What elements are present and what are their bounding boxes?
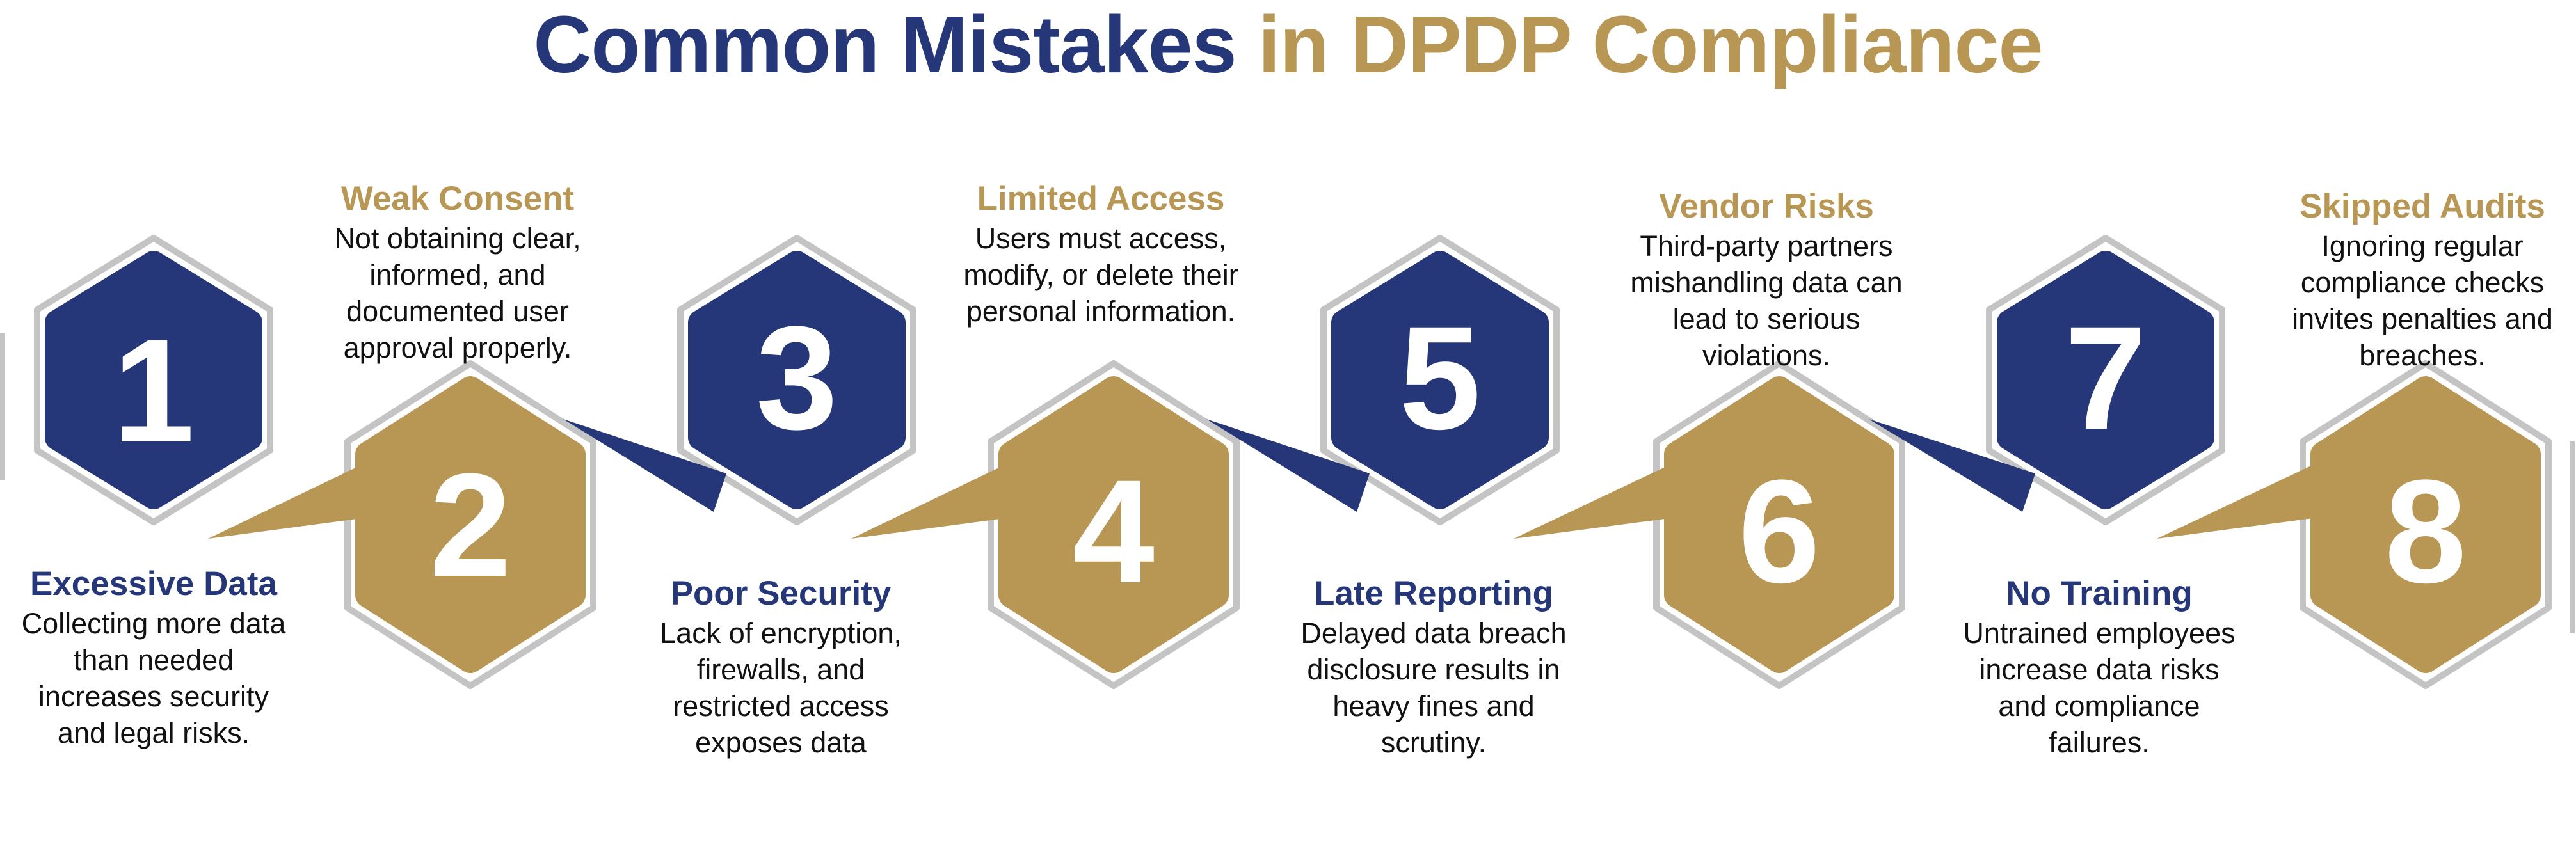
outline-hex-4 (988, 360, 1240, 689)
step-caption-1: Excessive Data Collecting more data than… (13, 563, 294, 751)
step-title-1: Excessive Data (29, 565, 277, 603)
step-caption-5: Late Reporting Delayed data breach discl… (1293, 573, 1574, 761)
hex-number-8: 8 (2385, 449, 2467, 614)
step-description-6: Third-party partners mishandling data ca… (1630, 230, 1903, 372)
step-title-3: Poor Security (670, 575, 892, 612)
step-description-2: Not obtaining clear, informed, and docum… (334, 222, 581, 364)
connector-2-3 (563, 419, 726, 512)
hex-2 (355, 376, 586, 673)
step-description-8: Ignoring regular compliance checks invit… (2292, 230, 2553, 372)
step-caption-3: Poor Security Lack of encryption, firewa… (640, 573, 922, 761)
title-part-2: in DPDP (1258, 0, 1571, 90)
outline-hex-3 (677, 235, 916, 525)
hex-number-4: 4 (1073, 449, 1155, 614)
step-title-4: Limited Access (977, 180, 1225, 218)
hex-4 (998, 376, 1229, 673)
hex-number-1: 1 (113, 308, 195, 473)
step-title-8: Skipped Audits (2300, 187, 2545, 225)
hex-number-6: 6 (1738, 449, 1820, 614)
outline-hex-6 (1653, 360, 1905, 689)
title-part-3: Compliance (1592, 0, 2043, 90)
step-description-1: Collecting more data than needed increas… (21, 607, 286, 749)
hex-1 (45, 251, 262, 509)
hex-3 (688, 251, 906, 509)
outline-hex-2 (344, 360, 596, 689)
step-caption-8: Skipped Audits Ignoring regular complian… (2282, 186, 2563, 374)
hex-6 (1664, 376, 1894, 673)
step-caption-6: Vendor Risks Third-party partners mishan… (1626, 186, 1907, 374)
outline-hex-5 (1320, 235, 1560, 525)
hex-number-7: 7 (2065, 296, 2147, 460)
page-title: Common Mistakes in DPDP Compliance (0, 3, 2576, 86)
hex-7 (1997, 251, 2214, 509)
step-caption-2: Weak Consent Not obtaining clear, inform… (317, 178, 598, 366)
connector-4-5 (1206, 419, 1370, 512)
step-title-7: No Training (2006, 575, 2193, 612)
step-title-5: Late Reporting (1314, 575, 1553, 612)
outline-hex-1 (34, 235, 273, 525)
outline-hex-7 (1986, 235, 2225, 525)
hex-number-3: 3 (756, 296, 838, 460)
connector-6-7 (1869, 419, 2035, 512)
step-title-2: Weak Consent (340, 180, 575, 218)
outline-hex-8 (2300, 360, 2552, 689)
step-description-3: Lack of encryption, firewalls, and restr… (660, 617, 902, 759)
hex-number-5: 5 (1399, 296, 1481, 460)
hex-number-2: 2 (429, 443, 511, 607)
step-caption-7: No Training Untrained employees increase… (1958, 573, 2240, 761)
step-description-7: Untrained employees increase data risks … (1963, 617, 2236, 759)
step-title-6: Vendor Risks (1659, 187, 1874, 225)
hex-5 (1331, 251, 1549, 509)
step-caption-4: Limited Access Users must access, modify… (960, 178, 1242, 329)
title-part-1: Common Mistakes (533, 0, 1236, 90)
step-description-4: Users must access, modify, or delete the… (963, 222, 1238, 328)
step-description-5: Delayed data breach disclosure results i… (1300, 617, 1567, 759)
hex-8 (2310, 376, 2541, 673)
